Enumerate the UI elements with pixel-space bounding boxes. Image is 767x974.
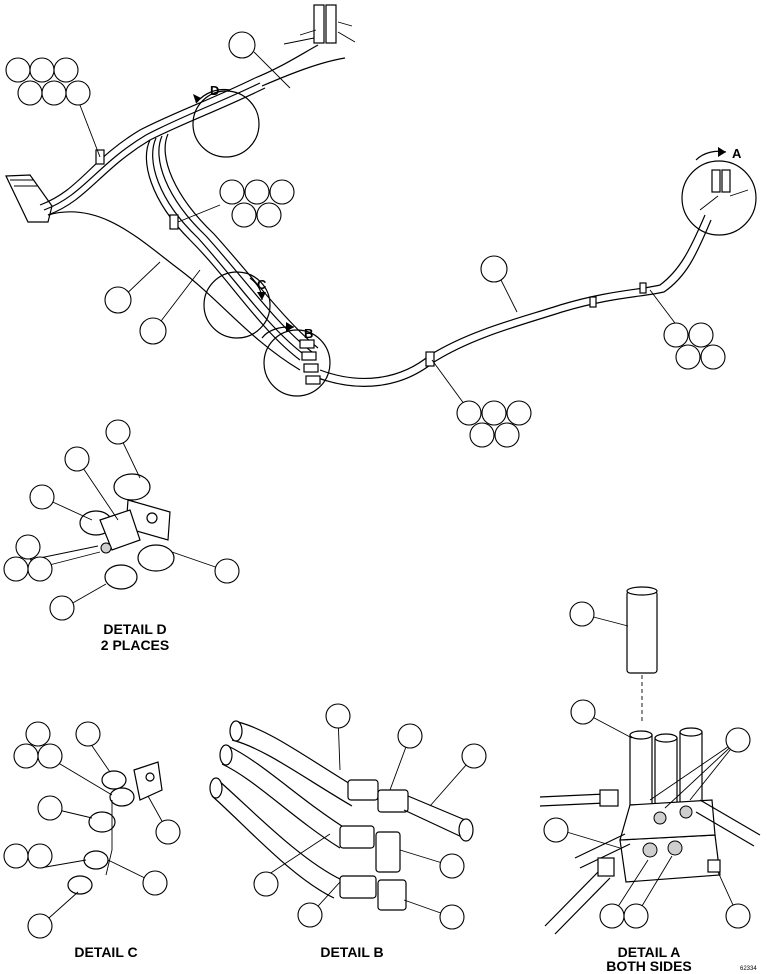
view-label-c: C [257, 277, 267, 292]
detail-c: DETAIL C [3, 721, 181, 960]
detail-d-title: DETAIL D [103, 621, 166, 637]
detail-a-title: DETAIL A [618, 944, 681, 960]
drawing-number: 62334 [740, 966, 757, 972]
detail-b: DETAIL B [209, 703, 487, 960]
view-label-d: D [210, 83, 219, 98]
view-label-b: B [304, 326, 313, 341]
detail-d: DETAIL D 2 PLACES [3, 419, 240, 653]
view-label-a: A [732, 146, 742, 161]
callout-balloons-main [5, 31, 726, 448]
detail-a: DETAIL A BOTH SIDES [539, 586, 761, 974]
detail-c-title: DETAIL C [74, 944, 137, 960]
detail-b-title: DETAIL B [320, 944, 383, 960]
detail-a-subtitle: BOTH SIDES [606, 958, 692, 974]
detail-d-subtitle: 2 PLACES [101, 637, 169, 653]
main-assembly: D C B A [5, 4, 757, 448]
